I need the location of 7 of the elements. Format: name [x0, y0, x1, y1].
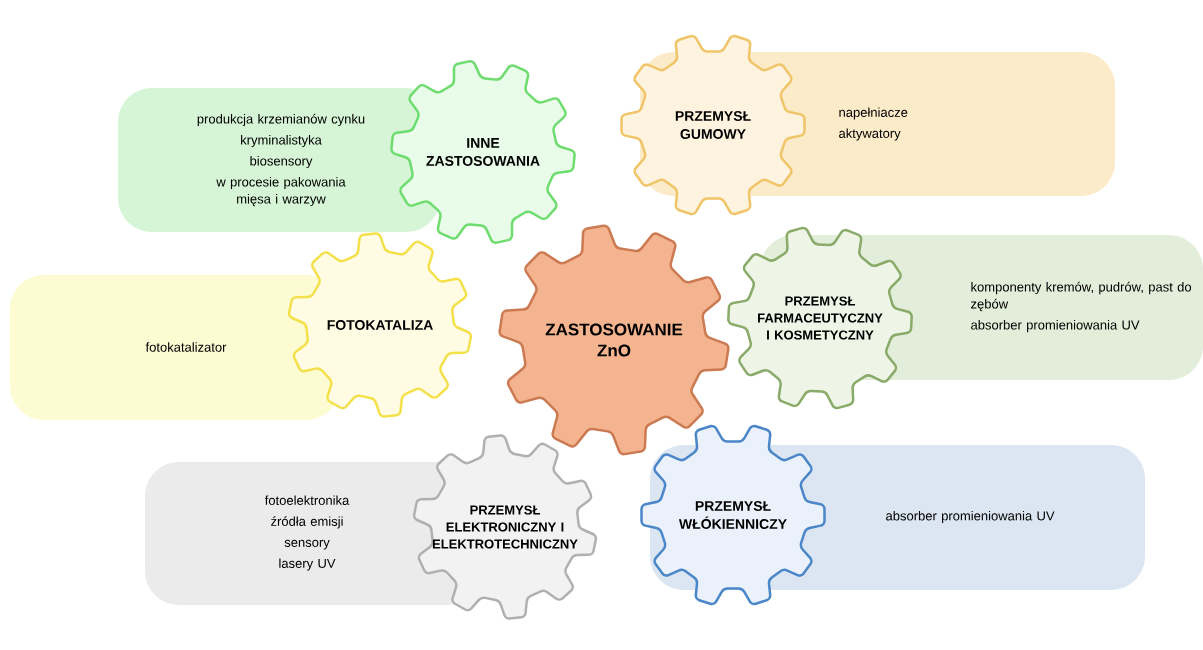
gear: INNE ZASTOSOWANIA	[390, 60, 576, 244]
gear: ZASTOSOWANIE ZnO	[498, 224, 730, 456]
gear: PRZEMYSŁ FARMACEUTYCZNY I KOSMETYCZNY	[727, 226, 913, 410]
gear: PRZEMYSŁ GUMOWY	[620, 34, 806, 216]
gear: FOTOKATALIZA	[287, 232, 473, 418]
gear: PRZEMYSŁ ELEKTRONICZNY I ELEKTROTECHNICZNY	[412, 434, 598, 620]
gear: PRZEMYSŁ WŁÓKIENNICZY	[640, 424, 826, 606]
